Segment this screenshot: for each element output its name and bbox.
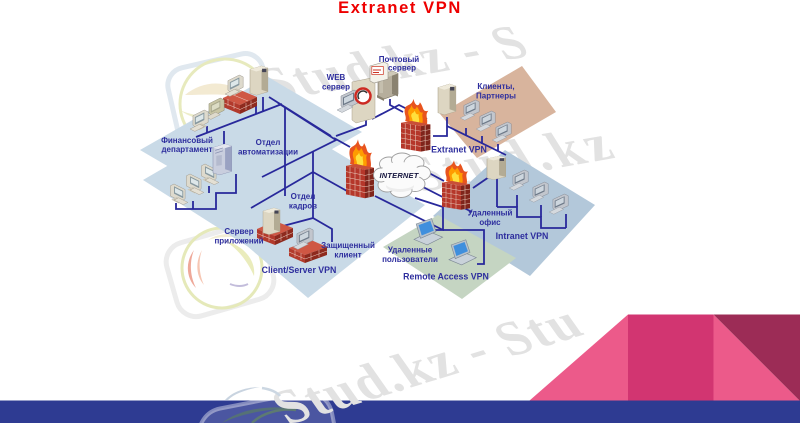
svg-text:департамент: департамент (161, 145, 212, 154)
svg-text:приложений: приложений (214, 237, 263, 246)
svg-text:WEB: WEB (327, 73, 346, 82)
svg-text:сервер: сервер (322, 83, 350, 92)
svg-text:INTERNET: INTERNET (379, 171, 419, 180)
svg-text:Extranet VPN: Extranet VPN (338, 0, 462, 17)
svg-text:Защищенный: Защищенный (321, 241, 375, 250)
svg-text:офис: офис (479, 218, 501, 227)
svg-text:пользователи: пользователи (382, 255, 438, 264)
svg-text:Удаленные: Удаленные (388, 246, 433, 255)
svg-text:Client/Server VPN: Client/Server VPN (262, 265, 337, 275)
svg-text:Клиенты,: Клиенты, (477, 82, 514, 91)
svg-text:Intranet VPN: Intranet VPN (496, 231, 549, 241)
svg-text:Remote Access VPN: Remote Access VPN (403, 272, 489, 282)
svg-text:автоматизации: автоматизации (238, 148, 298, 157)
svg-text:Сервер: Сервер (224, 227, 253, 236)
svg-text:Почтовый: Почтовый (379, 55, 420, 64)
svg-text:Отдел: Отдел (256, 138, 281, 147)
svg-text:Extranet VPN: Extranet VPN (431, 145, 487, 155)
svg-text:Финансовый: Финансовый (161, 136, 213, 145)
svg-text:кадров: кадров (289, 202, 317, 211)
svg-text:Партнеры: Партнеры (476, 92, 516, 101)
svg-text:клиент: клиент (334, 251, 361, 260)
svg-text:сервер: сервер (388, 64, 416, 73)
svg-text:Удаленный: Удаленный (468, 209, 513, 218)
svg-text:Отдел: Отдел (291, 192, 316, 201)
